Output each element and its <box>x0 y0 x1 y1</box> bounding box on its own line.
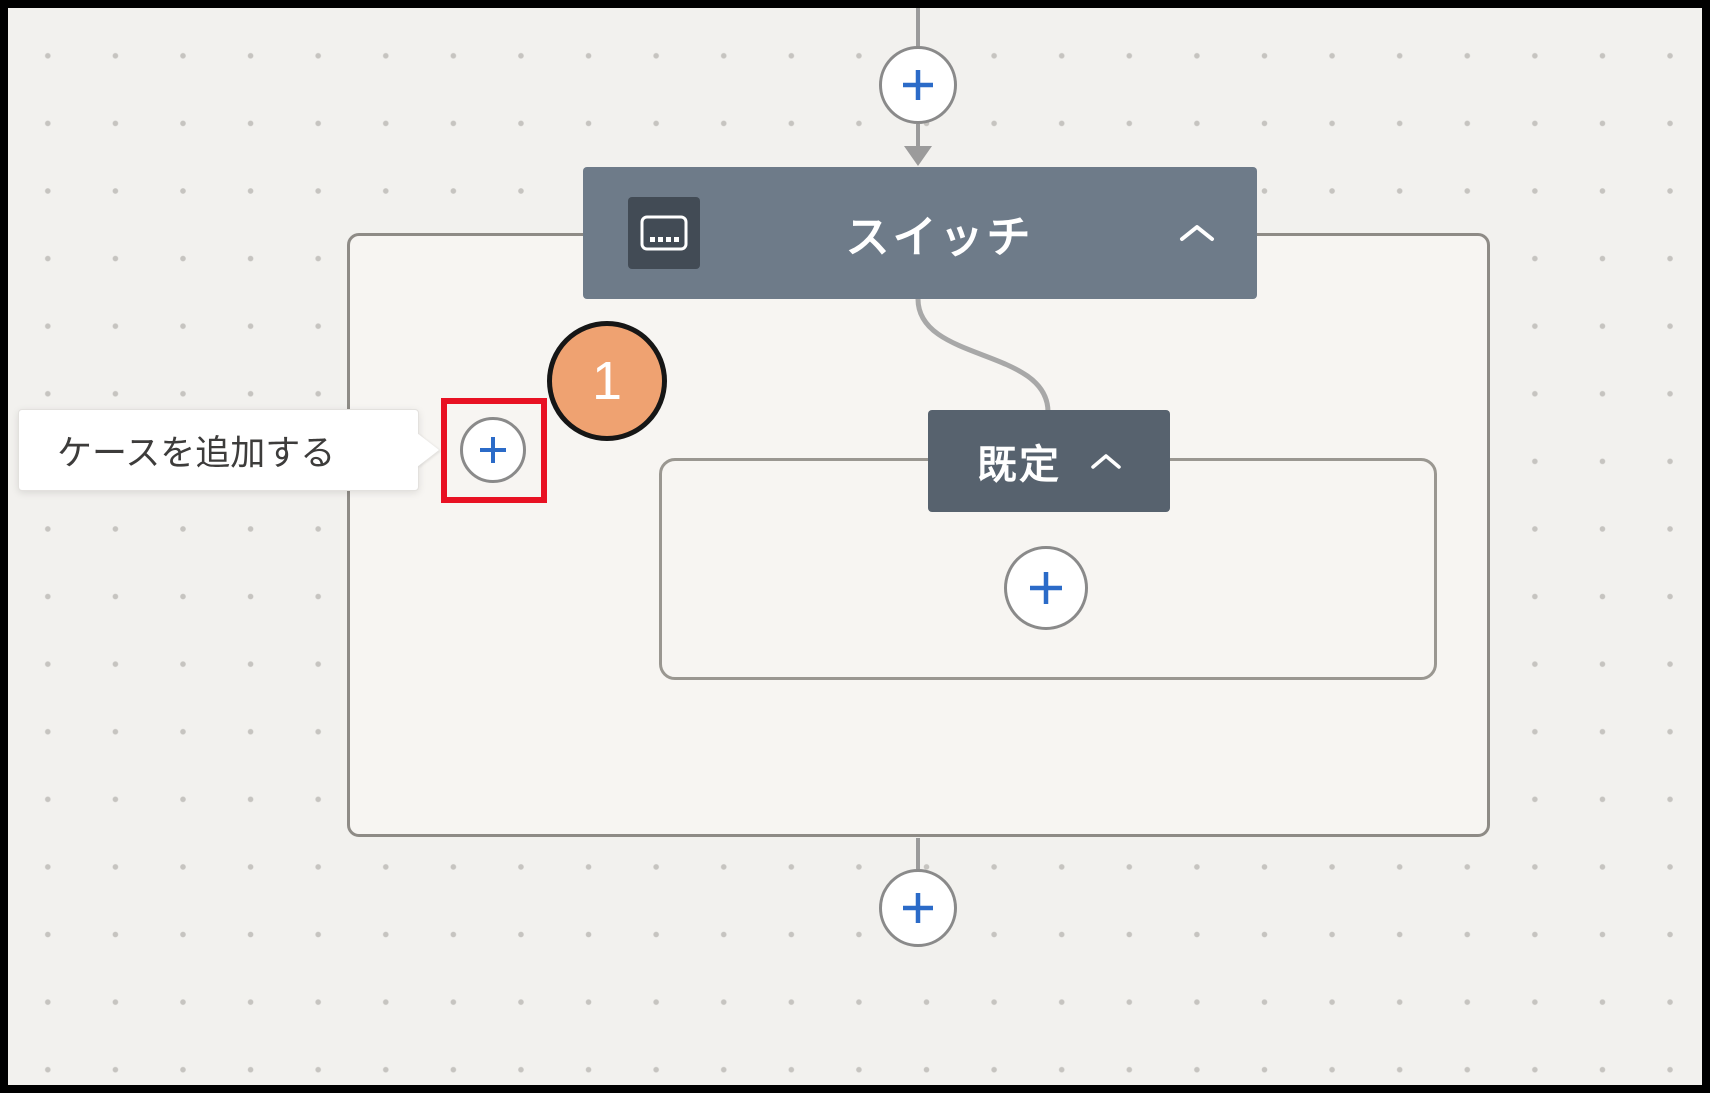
annotation-number: 1 <box>591 351 623 411</box>
plus-icon <box>480 437 506 463</box>
insert-step-button-bottom[interactable] <box>879 869 957 947</box>
switch-action-card[interactable]: スイッチ <box>583 167 1257 299</box>
default-case-title: 既定 <box>977 443 1061 487</box>
chevron-up-icon[interactable] <box>1091 453 1121 470</box>
plus-icon <box>1030 572 1062 604</box>
plus-icon <box>903 893 933 923</box>
add-case-tooltip-text: ケースを追加する <box>57 433 336 473</box>
switch-glyph <box>640 215 688 251</box>
plus-icon <box>903 70 933 100</box>
default-case-card[interactable]: 既定 <box>928 410 1170 512</box>
add-action-button-default-case[interactable] <box>1004 546 1088 630</box>
arrow-down-icon <box>904 146 932 166</box>
chevron-up-icon[interactable] <box>1179 223 1215 243</box>
add-case-button[interactable] <box>460 417 526 483</box>
insert-step-button-top[interactable] <box>879 46 957 124</box>
switch-title: スイッチ <box>845 213 1034 262</box>
add-case-tooltip: ケースを追加する <box>18 409 439 491</box>
tooltip-pointer <box>417 433 439 467</box>
annotation-badge-1: 1 <box>547 321 667 441</box>
switch-icon <box>628 197 700 269</box>
